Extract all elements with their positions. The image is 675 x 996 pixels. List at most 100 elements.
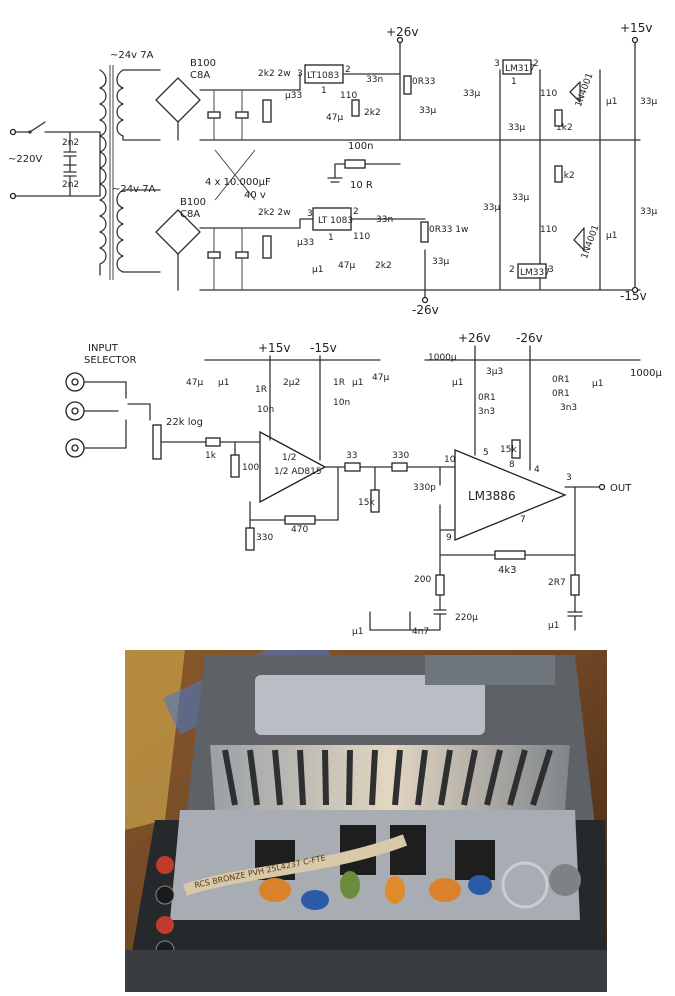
part-bottom-1: 110 — [353, 232, 370, 242]
bleeder-top-label: 2k2 2w — [258, 69, 291, 79]
low-part-3: 1k2 — [556, 123, 573, 133]
power-amp-section: LM3886 +26v -26v 1000µ µ1 3µ3 0R1 3n3 0R… — [352, 331, 662, 637]
reservoir-caps — [207, 90, 249, 290]
res-0r33-bottom — [420, 221, 429, 243]
photo-capacitors — [259, 871, 492, 910]
pin-9: 9 — [446, 533, 452, 543]
c-gnd-label: 220µ — [455, 613, 478, 623]
photo-heatsink-fins — [222, 749, 553, 806]
r-fb-pa-label: 4k3 — [498, 565, 517, 576]
opamp-label: 1/2 AD815 — [274, 467, 322, 477]
low-part-7: 33µ — [483, 203, 500, 213]
photo-signal-cable — [183, 834, 408, 896]
regulator-lm317 — [502, 59, 532, 75]
preamp-supply-wiring — [204, 355, 381, 461]
pa-supply-4: 3n3 — [478, 407, 495, 417]
pa-ground-wiring — [369, 594, 583, 631]
rail-low-pos-terminal — [631, 36, 639, 44]
reg-pos-pin2: 2 — [345, 65, 351, 75]
low-part-0: 33µ — [463, 89, 480, 99]
rail-low-pos-label: +15v — [620, 21, 652, 35]
ground-link-cap: 100n — [348, 141, 373, 152]
part-bottom-7: µ1 — [312, 265, 323, 275]
bleeder-resistor-bottom — [262, 235, 272, 259]
cap-bank-voltage: 40 v — [244, 190, 266, 201]
reg-pos-label: LT1083 — [307, 71, 339, 81]
photo-pcb-top — [425, 655, 555, 685]
low-reg-neg-pin2: 2 — [509, 265, 515, 275]
pre-supply-2: 1R — [255, 385, 267, 395]
pa-supply-0: 1000µ — [428, 353, 457, 363]
bridge-bottom-type: B100 — [180, 197, 206, 208]
resistor-330-series — [391, 462, 408, 472]
r-out-label: 33 — [346, 451, 357, 461]
low-part-5: µ1 — [606, 97, 617, 107]
res-0r33-top — [403, 75, 412, 95]
pre-supply-7: µ1 — [352, 378, 363, 388]
rail-taps — [399, 39, 426, 301]
pot-label: 22k log — [166, 417, 203, 428]
resistor-2r7 — [570, 574, 580, 596]
bleeder-resistor-top — [262, 99, 272, 123]
part-bottom-3: 2k2 — [375, 261, 392, 271]
secondary-wiring — [122, 69, 161, 273]
rail-pos-label: +26v — [386, 25, 418, 39]
secondary-top-label: ~24v 7A — [110, 50, 154, 61]
secondary-winding-bottom — [116, 189, 124, 273]
pre-supply-3: 10n — [257, 405, 274, 415]
r-gnd-label: 330 — [256, 533, 273, 543]
regulator-wiring — [299, 73, 426, 229]
low-part-13: 33µ — [640, 207, 657, 217]
low-part-9: 1k2 — [558, 171, 575, 181]
photo-regulator-2 — [390, 825, 426, 875]
part-bottom-4: 33n — [376, 215, 393, 225]
pre-rail-neg: -15v — [310, 341, 337, 355]
bleeder-bottom-label: 2k2 2w — [258, 208, 291, 218]
part-top-1: 110 — [340, 91, 357, 101]
low-part-8: 33µ — [512, 193, 529, 203]
input-label-2: SELECTOR — [84, 355, 137, 366]
reg-neg-label: LT 1083 — [318, 216, 353, 226]
res-1k2-top — [554, 109, 563, 127]
c-in-label: 330p — [413, 483, 436, 493]
pre-supply-1: µ1 — [218, 378, 229, 388]
pa-supply-7: 1000µ — [630, 368, 662, 379]
low-reg-neg-label: LM337 — [520, 268, 550, 278]
pin-8: 8 — [509, 460, 515, 470]
low-reg-pos-pin2: 2 — [533, 59, 539, 69]
pin-10: 10 — [444, 455, 456, 465]
resistor-100k — [230, 454, 240, 478]
output-terminal — [598, 483, 606, 491]
resistor-4k3 — [494, 550, 526, 560]
rail-low-neg-label: -15v — [620, 289, 647, 303]
pre-rail-pos: +15v — [258, 341, 290, 355]
photo-chip-right — [455, 840, 495, 880]
r-series-label: 330 — [392, 451, 409, 461]
rail-pos-terminal — [396, 36, 404, 44]
pin-5: 5 — [483, 448, 489, 458]
mains-label: ~220V — [8, 154, 42, 165]
resistor-15k-bias — [370, 489, 380, 513]
input-label-1: INPUT — [88, 343, 119, 354]
res-1k2-bottom — [554, 165, 563, 183]
res-110-top — [351, 99, 360, 117]
pa-io-wiring — [439, 466, 601, 576]
r-bias-label: 15k — [358, 498, 375, 508]
part-bottom-5: 0R33 1w — [429, 225, 468, 235]
amplifier-photo: RCS BRONZE PVH 25L4237 C-FTE — [125, 650, 607, 992]
reg-neg-pin1: 1 — [328, 233, 334, 243]
cap-bank-cross — [214, 149, 256, 201]
chip-lm3886 — [454, 449, 567, 541]
part-bottom-0: µ33 — [297, 238, 314, 248]
low-reg-pos-label: LM317 — [505, 64, 535, 74]
ground-link-wiring — [327, 163, 401, 183]
opamp-ad815 — [259, 430, 327, 504]
r-shunt-label: 100k — [242, 463, 265, 473]
opamp-label-half: 1/2 — [282, 453, 296, 463]
secondary-winding-top — [116, 69, 124, 137]
part-top-5: 0R33 — [412, 77, 435, 87]
part-top-3: 2k2 — [364, 108, 381, 118]
rail-neg-label: -26v — [412, 303, 439, 317]
cap-bank-note: 4 x 10.000µF — [205, 177, 271, 188]
input-wiring — [160, 441, 261, 456]
